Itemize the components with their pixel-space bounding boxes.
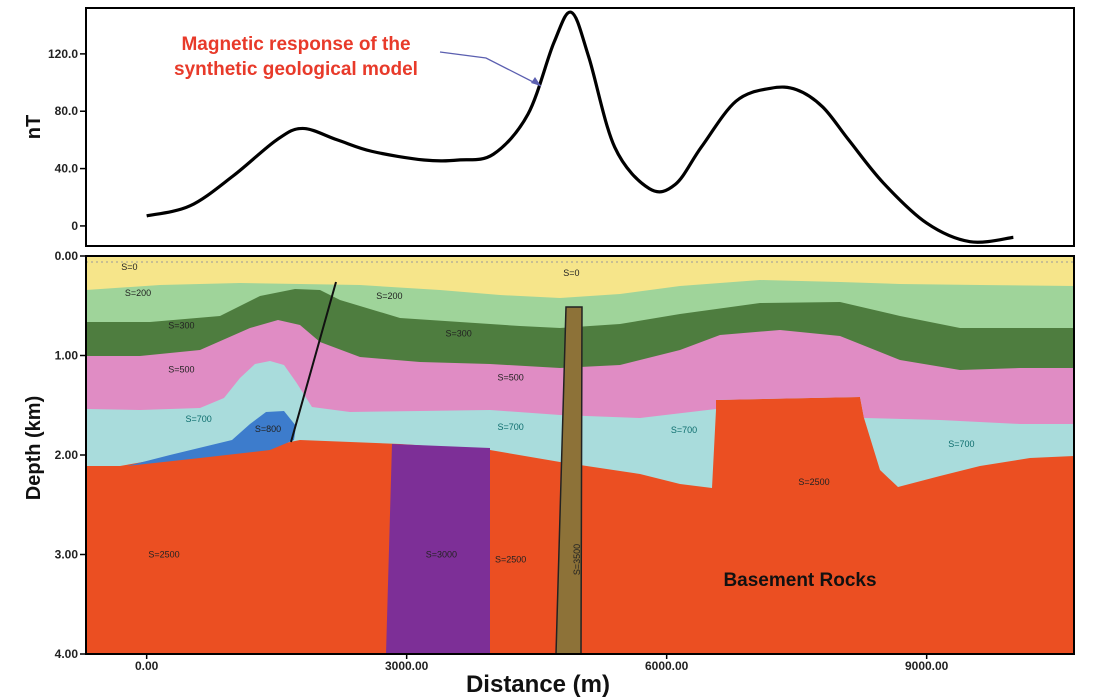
geology-panel: 0.00 1.00 2.00 3.00 4.00 0.00 3000.00 6000.00 9… xyxy=(23,249,1075,698)
distance-x-axis-title: Distance (m) xyxy=(466,671,610,698)
magnetic-y-tick-label: 40.0 xyxy=(55,162,79,176)
layer-label: S=700 xyxy=(498,422,524,432)
layer-s3500 xyxy=(555,306,583,654)
distance-x-tick-label: 0.00 xyxy=(135,659,159,673)
layer-label: S=2500 xyxy=(798,477,829,487)
layer-label: S=300 xyxy=(168,321,194,331)
layer-label: S=700 xyxy=(186,414,212,424)
layer-label: S=2500 xyxy=(148,549,179,559)
depth-y-axis-title: Depth (km) xyxy=(23,396,45,500)
magnetic-y-tick-label: 80.0 xyxy=(55,104,79,118)
depth-y-tick-label: 4.00 xyxy=(55,647,79,661)
fault-line xyxy=(290,281,337,443)
layer-label: S=0 xyxy=(121,262,137,272)
depth-y-tick-label: 2.00 xyxy=(55,448,79,462)
layer-label: S=700 xyxy=(671,425,697,435)
annotation-arrow-head xyxy=(531,77,541,86)
distance-x-tick-label: 3000.00 xyxy=(385,659,429,673)
layer-label: S=3000 xyxy=(426,549,457,559)
layer-label: S=500 xyxy=(168,364,194,374)
distance-x-tick-label: 6000.00 xyxy=(645,659,689,673)
depth-y-axis: 0.00 1.00 2.00 3.00 4.00 xyxy=(55,249,86,661)
magnetic-panel-frame xyxy=(85,7,1075,247)
layer-s0 xyxy=(86,256,1074,298)
layer-s800 xyxy=(127,411,296,466)
magnetic-y-tick-label: 0 xyxy=(71,219,78,233)
basement-rocks-annotation: Basement Rocks xyxy=(723,570,876,591)
magnetic-annotation-line-1: Magnetic response of the xyxy=(181,34,410,55)
layer-label: S=0 xyxy=(563,268,579,278)
magnetic-y-tick-label: 120.0 xyxy=(48,47,78,61)
layer-label: S=800 xyxy=(255,424,281,434)
depth-y-tick-label: 1.00 xyxy=(55,349,79,363)
layer-label: S=700 xyxy=(948,439,974,449)
depth-y-tick-label: 0.00 xyxy=(55,249,79,263)
magnetic-y-axis: 0 40.0 80.0 120.0 xyxy=(48,47,86,233)
distance-x-tick-label: 9000.00 xyxy=(905,659,949,673)
layer-label: S=300 xyxy=(446,329,472,339)
magnetic-panel: 0 40.0 80.0 120.0 nT Magnetic response of t… xyxy=(23,7,1075,247)
distance-x-axis: 0.00 3000.00 6000.00 9000.00 xyxy=(135,654,949,673)
layer-label: S=200 xyxy=(376,291,402,301)
layer-label: S=3500 xyxy=(572,544,582,575)
depth-y-tick-label: 3.00 xyxy=(55,548,79,562)
layer-label: S=2500 xyxy=(495,554,526,564)
layer-label: S=500 xyxy=(498,372,524,382)
annotation-arrow xyxy=(439,51,542,87)
magnetic-annotation-line-2: synthetic geological model xyxy=(174,59,418,80)
magnetic-series xyxy=(146,10,1014,244)
layer-label: S=200 xyxy=(125,288,151,298)
layer-s3000 xyxy=(386,444,490,654)
magnetic-response-line xyxy=(146,10,1014,244)
magnetic-y-axis-title: nT xyxy=(23,115,45,139)
